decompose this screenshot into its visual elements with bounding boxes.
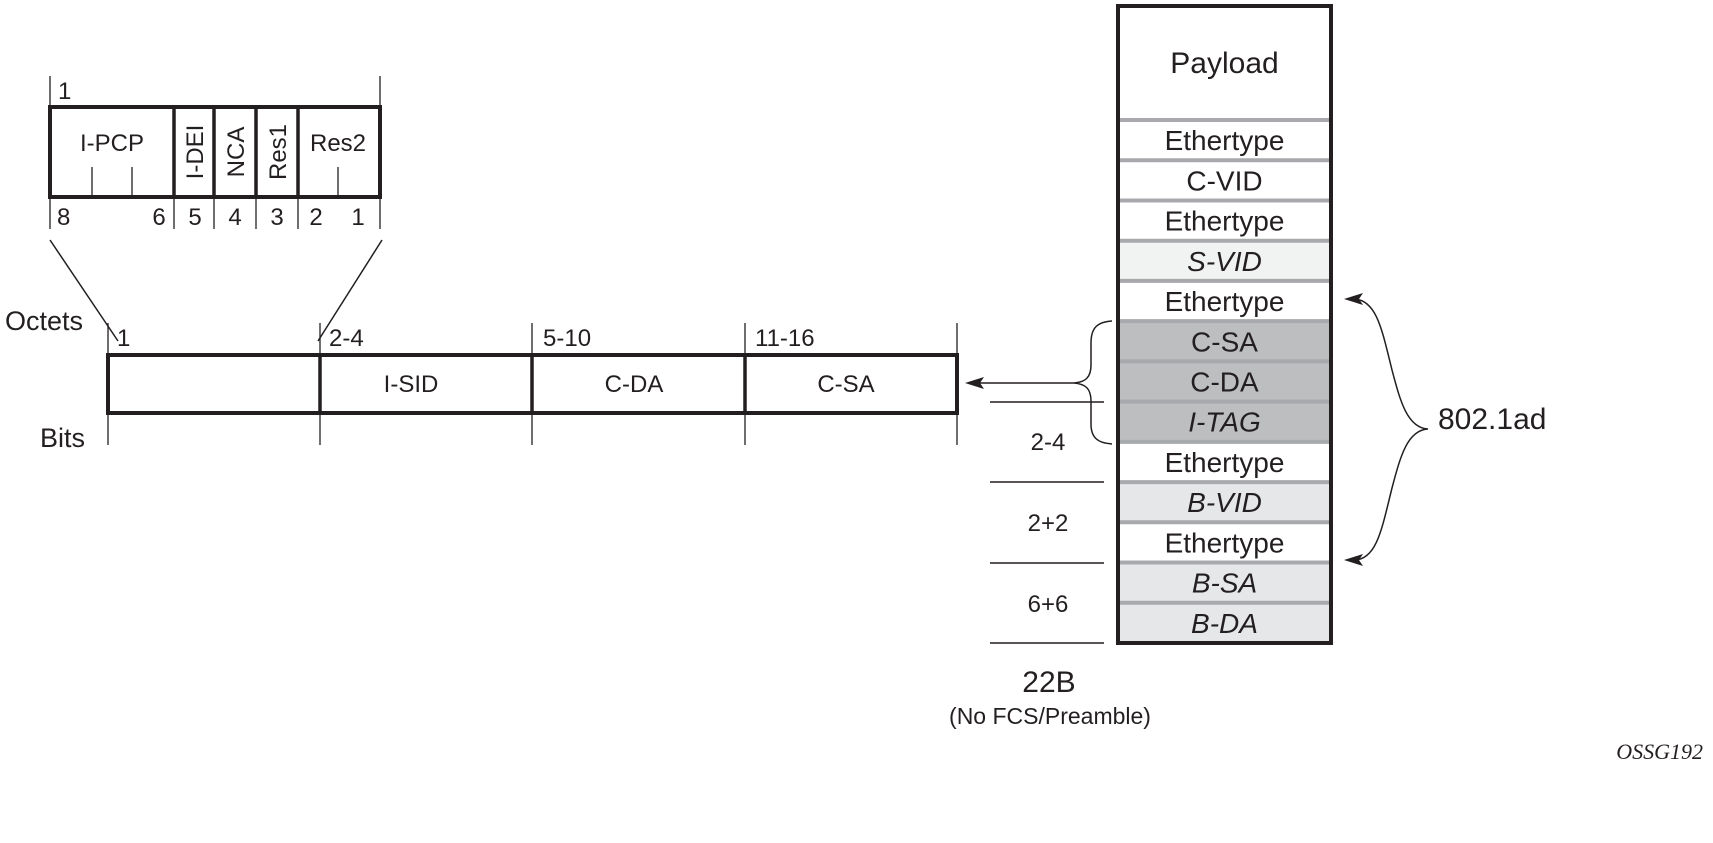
stack-row-label: B-VID	[1187, 487, 1262, 518]
octet-range-label: 5-10	[543, 325, 591, 352]
stack-row-label: Ethertype	[1165, 125, 1285, 156]
left-brace-icon	[1073, 320, 1113, 445]
stack-row-label: S-VID	[1187, 246, 1262, 277]
stack-row-bg	[1118, 321, 1331, 362]
stack-row-label: B-DA	[1191, 608, 1258, 639]
octet-range-label: 1	[117, 325, 130, 352]
octet-range-label: 11-16	[755, 325, 815, 352]
frame-stack-outline	[1116, 4, 1333, 645]
brace-label: 802.1ad	[1438, 403, 1546, 436]
stack-row-label: I-TAG	[1188, 407, 1261, 438]
stack-row-label: Ethertype	[1165, 206, 1285, 237]
stack-row-label: Payload	[1170, 47, 1278, 80]
bit-number: 1	[351, 204, 364, 231]
stack-row-bg	[1118, 240, 1331, 281]
right-brace-icon	[1354, 298, 1429, 561]
field-label-res1: Res1	[265, 124, 292, 180]
zoom-line-left	[49, 239, 119, 342]
size-column: 2-4 2+2 6+6 22B (No FCS/Preamble)	[949, 401, 1151, 729]
bit-number: 4	[228, 204, 241, 231]
total-size: 22B	[1022, 666, 1075, 699]
stack-row-label: B-SA	[1192, 568, 1257, 599]
total-note: (No FCS/Preamble)	[949, 703, 1151, 729]
field-label-i-dei: I-DEI	[182, 125, 209, 180]
stack-row-bg	[1118, 441, 1331, 483]
stack-row-bg	[1118, 602, 1331, 643]
field-label-i-pcp: I-PCP	[80, 130, 144, 157]
stack-row-bg	[1118, 401, 1331, 442]
stack-row-label: Ethertype	[1165, 527, 1285, 558]
bit-number: 2	[309, 204, 322, 231]
bit-number: 8	[57, 204, 70, 231]
stack-row-bg	[1118, 482, 1331, 523]
stack-row-label: C-VID	[1186, 165, 1262, 196]
stack-row-bg	[1118, 522, 1331, 563]
arrow-head-icon	[1344, 293, 1363, 305]
stack-row-label: Ethertype	[1165, 447, 1285, 478]
stack-row-bg	[1118, 200, 1331, 241]
bits-label: Bits	[40, 423, 85, 453]
itag-expansion-arrow	[965, 320, 1113, 445]
segment-label-c-da: C-DA	[605, 371, 664, 398]
octet-range-label: 2-4	[329, 325, 364, 352]
bit-field-top-label: 1	[58, 78, 71, 105]
stack-row-label: C-SA	[1191, 326, 1258, 357]
zoom-line-right	[317, 239, 383, 342]
field-label-res2: Res2	[310, 130, 366, 157]
figure-id: OSSG192	[1616, 739, 1703, 764]
frame-stack: PayloadEthertypeC-VIDEthertypeS-VIDEther…	[1116, 4, 1333, 645]
ieee-8021ad-brace: 802.1ad	[1344, 293, 1546, 566]
bit-number: 6	[152, 204, 165, 231]
arrow-head-icon	[965, 377, 984, 389]
size-label: 6+6	[1028, 591, 1069, 618]
stack-row-bg	[1118, 120, 1331, 161]
stack-row-label: C-DA	[1190, 366, 1259, 397]
stack-row-bg	[1118, 6, 1331, 120]
octet-frame-diagram: Octets Bits 1 2-4 5-10 11-16 I-SID C-DA …	[5, 306, 959, 453]
arrow-head-icon	[1344, 554, 1363, 566]
stack-row-bg	[1118, 562, 1331, 603]
stack-row-label: Ethertype	[1165, 286, 1285, 317]
segment-label-i-sid: I-SID	[384, 371, 439, 398]
size-label: 2+2	[1028, 510, 1069, 537]
bit-number: 5	[188, 204, 201, 231]
stack-row-bg	[1118, 280, 1331, 322]
stack-row-bg	[1118, 160, 1331, 201]
bit-number: 3	[270, 204, 283, 231]
segment-label-c-sa: C-SA	[817, 371, 874, 398]
bit-field-diagram: 1 I-PCP I-DEI NCA Res1 Res2 8 6 5 4 3 2 …	[48, 76, 383, 342]
field-label-nca: NCA	[223, 127, 250, 178]
size-label: 2-4	[1031, 429, 1066, 456]
octets-label: Octets	[5, 306, 83, 336]
stack-row-bg	[1118, 361, 1331, 402]
